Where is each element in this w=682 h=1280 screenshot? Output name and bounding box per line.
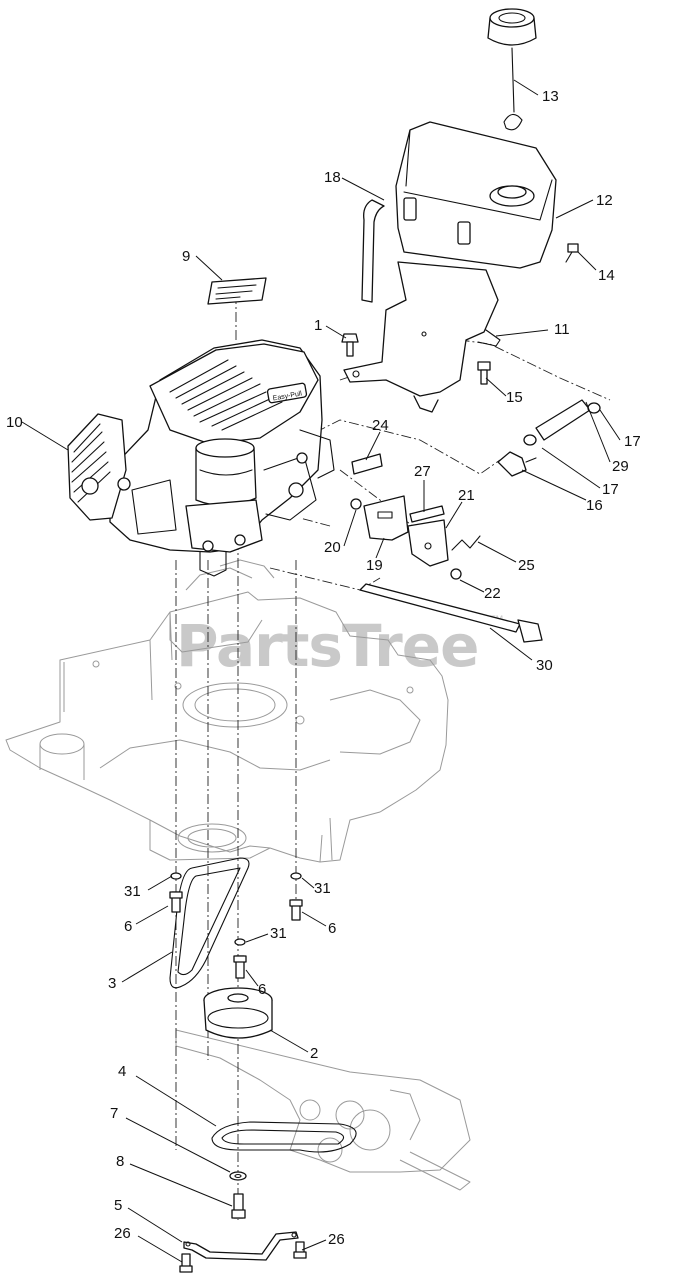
callout-11: 11 — [554, 321, 570, 338]
callout-24: 24 — [372, 417, 389, 434]
callout-6-right: 6 — [328, 920, 336, 937]
bolt-part-26-right — [293, 1241, 307, 1259]
pulley-part-2 — [203, 987, 273, 1039]
callout-19: 19 — [366, 557, 383, 574]
callout-6-left: 6 — [124, 918, 132, 935]
callout-7: 7 — [110, 1105, 118, 1122]
callout-16: 16 — [586, 497, 603, 514]
callout-5: 5 — [114, 1197, 122, 1214]
bolt-part-1 — [341, 333, 359, 357]
callout-14: 14 — [598, 267, 615, 284]
callout-6-center: 6 — [258, 981, 266, 998]
bolt-part-20 — [350, 498, 362, 510]
watermark-text: PartsTree — [176, 612, 478, 680]
callout-30: 30 — [536, 657, 553, 674]
callout-4: 4 — [118, 1063, 126, 1080]
bracket-part-21 — [407, 519, 449, 567]
callout-18: 18 — [324, 169, 341, 186]
callout-27: 27 — [414, 463, 431, 480]
bracket-part-19 — [363, 495, 409, 541]
washer-part-31-left — [170, 872, 182, 880]
callout-8: 8 — [116, 1153, 124, 1170]
callout-labels: 13 12 18 14 9 1 11 15 10 24 17 29 17 16 … — [6, 88, 641, 1248]
callout-12: 12 — [596, 192, 613, 209]
washer-part-7 — [229, 1171, 247, 1181]
fuel-tank-assembly — [395, 8, 557, 269]
callout-22: 22 — [484, 585, 501, 602]
washer-part-31-right — [290, 872, 302, 880]
belt-part-4 — [211, 1121, 357, 1153]
decal-part-24 — [351, 453, 383, 475]
brace-part-5 — [183, 1231, 299, 1261]
callout-21: 21 — [458, 487, 475, 504]
callout-31-right: 31 — [314, 880, 331, 897]
fuel-shutoff-part-16 — [497, 451, 537, 477]
callout-17-upper: 17 — [624, 433, 641, 450]
callout-2: 2 — [310, 1045, 318, 1062]
callout-31-center: 31 — [270, 925, 287, 942]
bolt-part-8 — [231, 1193, 246, 1219]
callout-13: 13 — [542, 88, 559, 105]
callout-15: 15 — [506, 389, 523, 406]
callout-9: 9 — [182, 248, 190, 265]
tank-bracket — [343, 261, 501, 413]
callout-29: 29 — [612, 458, 629, 475]
fuel-filter-part-29 — [535, 399, 591, 441]
callout-leaders — [21, 79, 621, 1263]
bolt-part-14 — [565, 243, 579, 263]
callout-31-left: 31 — [124, 883, 141, 900]
bolt-part-6-right — [289, 899, 303, 921]
nut-part-22 — [450, 568, 462, 580]
decal-part-9 — [207, 277, 267, 305]
cable-part-30 — [359, 583, 543, 643]
callout-10: 10 — [6, 414, 23, 431]
transaxle-ghost — [175, 1029, 471, 1191]
bolt-part-15 — [477, 361, 491, 385]
fuel-hose-part-18 — [361, 199, 385, 303]
callout-25: 25 — [518, 557, 535, 574]
callout-26-left: 26 — [114, 1225, 131, 1242]
callout-1: 1 — [314, 317, 322, 334]
callout-17-lower: 17 — [602, 481, 619, 498]
washer-part-31-center — [234, 938, 246, 946]
spring-part-25 — [451, 535, 481, 551]
engine-assembly: Easy-Pull — [67, 339, 335, 577]
hose-clamp-part-17-lower — [523, 434, 537, 446]
callout-20: 20 — [324, 539, 341, 556]
callout-26-right: 26 — [328, 1231, 345, 1248]
bolt-part-6-left — [169, 891, 183, 913]
bolt-part-26-left — [179, 1253, 193, 1273]
chassis-frame-ghost — [5, 559, 449, 863]
watermark: PartsTree TM — [176, 612, 503, 680]
plate-part-27 — [409, 505, 445, 523]
bolt-part-6-center — [233, 955, 247, 979]
callout-3: 3 — [108, 975, 116, 992]
